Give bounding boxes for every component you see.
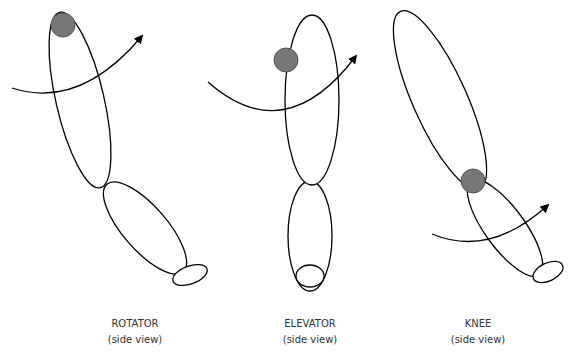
rotation-arrow <box>432 205 548 241</box>
lower-leg <box>288 181 332 291</box>
figure-title: ROTATOR <box>111 318 158 330</box>
figure-title: KNEE <box>465 318 492 330</box>
upper-leg <box>285 15 339 185</box>
figure-subtitle: (side view) <box>108 334 163 346</box>
joint-dot <box>274 48 298 72</box>
joint-dot <box>51 13 75 37</box>
figure-title: ELEVATOR <box>284 318 335 330</box>
figure-subtitle: (side view) <box>283 334 338 346</box>
rotation-arrow <box>12 36 142 93</box>
foot <box>170 260 210 289</box>
rotation-arrow <box>208 56 356 111</box>
upper-leg <box>376 0 504 199</box>
figure-subtitle: (side view) <box>451 334 506 346</box>
foot <box>530 257 567 287</box>
foot <box>296 265 324 287</box>
joint-dot <box>461 169 485 193</box>
upper-leg <box>36 7 123 193</box>
